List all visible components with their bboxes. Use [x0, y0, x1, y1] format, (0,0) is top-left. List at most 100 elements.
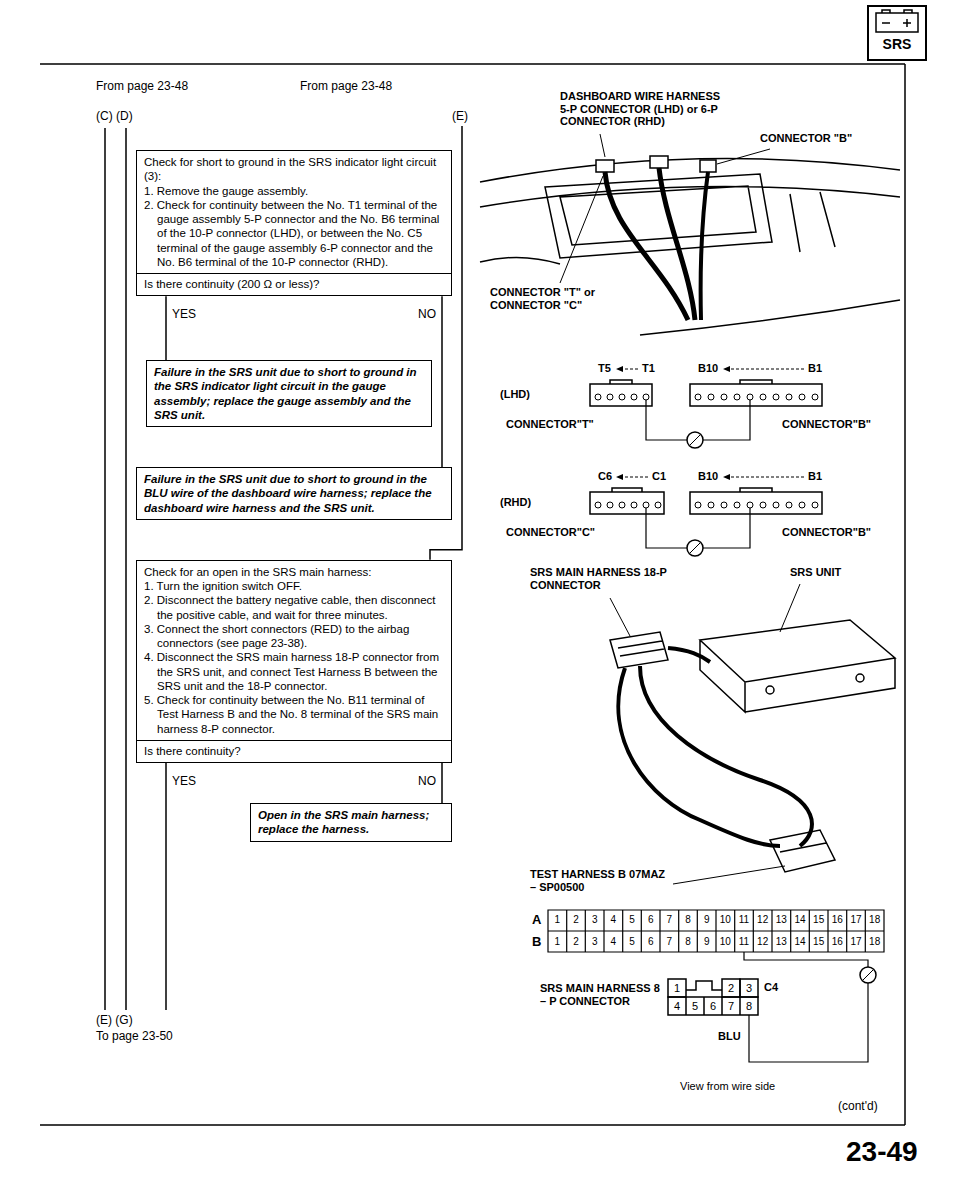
pin-number: 9 — [697, 936, 716, 948]
step-text: 5. Check for continuity between the No. … — [144, 693, 444, 736]
flow-label: YES — [172, 775, 196, 789]
srs-unit — [700, 620, 895, 712]
part-label: CONNECTOR "T" or CONNECTOR "C" — [490, 286, 620, 311]
part-label: CONNECTOR"B" — [782, 526, 871, 539]
step-text: 1. Turn the ignition switch OFF. — [144, 579, 444, 593]
pin-number: 2 — [722, 982, 740, 995]
pin-number: 6 — [641, 936, 660, 948]
connector-tab — [740, 380, 772, 384]
harness-connector — [610, 632, 668, 668]
pin-cell — [668, 979, 686, 997]
pin-cell — [740, 979, 758, 997]
terminal-name: C6 — [598, 470, 612, 483]
flow-label: (C) (D) — [96, 110, 133, 124]
connector-latch — [686, 981, 722, 990]
test-harness-grid — [548, 910, 884, 952]
pin-cell — [722, 979, 740, 997]
pin-number: 5 — [623, 936, 642, 948]
part-label: 23-49 — [846, 1136, 918, 1168]
step-text: 1. Remove the gauge assembly. — [144, 184, 444, 198]
pin-number: 4 — [604, 936, 623, 948]
part-label: C4 — [764, 981, 778, 994]
connector-part — [700, 160, 716, 172]
pin-number: 18 — [865, 914, 884, 926]
part-label: CONNECTOR"T" — [506, 418, 594, 431]
connector-part — [596, 160, 614, 172]
pin-number: 2 — [567, 936, 586, 948]
harness-cable — [618, 648, 812, 846]
connector-t — [590, 384, 652, 406]
check-box: Check for short to ground in the SRS ind… — [136, 150, 452, 296]
pin-number: 8 — [679, 914, 698, 926]
check-box: Check for an open in the SRS main harnes… — [136, 560, 452, 763]
pin-number: 2 — [567, 914, 586, 926]
pin-number: 4 — [604, 914, 623, 926]
pin-number: 6 — [704, 1000, 722, 1013]
result-text: Open in the SRS main harness; replace th… — [258, 808, 444, 837]
part-label: TEST HARNESS B 07MAZ – SP00500 — [530, 868, 670, 893]
connector-b — [690, 492, 822, 514]
pin-number: 4 — [668, 1000, 686, 1013]
part-label: CONNECTOR"B" — [782, 418, 871, 431]
part-label: (cont'd) — [838, 1100, 878, 1114]
edge-label: YES — [172, 308, 196, 322]
ohmmeter-needle — [690, 435, 700, 445]
pin-number: 5 — [623, 914, 642, 926]
flow-label: To page 23-50 — [96, 1030, 173, 1044]
part-label: View from wire side — [680, 1080, 775, 1093]
flow-label: From page 23-48 — [96, 80, 188, 94]
pin-number: 1 — [668, 982, 686, 995]
result-box: Open in the SRS main harness; replace th… — [250, 803, 452, 842]
check-heading: Check for an open in the SRS main harnes… — [144, 565, 444, 579]
pin-holes — [595, 502, 661, 508]
connector-c — [590, 492, 664, 514]
srs-icon — [868, 6, 926, 60]
pin-number: 10 — [716, 914, 735, 926]
connector-tab — [612, 488, 642, 492]
part-label: CONNECTOR "B" — [760, 132, 852, 145]
test-wire — [744, 952, 868, 1062]
pin-cells — [668, 997, 758, 1015]
flow-label: From page 23-48 — [300, 80, 392, 94]
pin-number: 12 — [753, 914, 772, 926]
test-wire — [646, 508, 750, 548]
pin-number: 7 — [660, 936, 679, 948]
part-label: SRS MAIN HARNESS 8 – P CONNECTOR — [540, 982, 660, 1007]
pin-number: 15 — [809, 914, 828, 926]
wire-harness — [701, 172, 708, 320]
pin-number: 7 — [660, 914, 679, 926]
result-box: Failure in the SRS unit due to short to … — [136, 467, 452, 520]
pin-number: 16 — [828, 936, 847, 948]
pin-number: 3 — [585, 914, 604, 926]
part-label: B — [532, 935, 541, 950]
mount-hole — [856, 674, 864, 682]
pin-number: 11 — [735, 914, 754, 926]
terminal-name: T1 — [642, 362, 655, 375]
pin-number: 7 — [722, 1000, 740, 1013]
pin-holes — [695, 394, 818, 400]
pin-number: 14 — [791, 936, 810, 948]
step-text: 2. Disconnect the battery negative cable… — [144, 593, 444, 622]
page-frame — [40, 64, 905, 1125]
ohmmeter-symbol — [687, 540, 703, 556]
flow-label: (E) (G) — [96, 1014, 133, 1028]
part-label: (RHD) — [500, 496, 531, 509]
part-label: SRS MAIN HARNESS 18-P CONNECTOR — [530, 566, 680, 591]
leader-line — [560, 134, 770, 283]
ohmmeter-symbol — [860, 967, 876, 983]
result-text: Failure in the SRS unit due to short to … — [144, 472, 444, 515]
terminal-name: T5 — [598, 362, 611, 375]
ohmmeter-needle — [863, 970, 873, 980]
question-text: Is there continuity? — [137, 740, 451, 762]
ohmmeter-needle — [690, 543, 700, 553]
leader-line — [610, 584, 800, 884]
pin-number: 15 — [809, 936, 828, 948]
part-label: DASHBOARD WIRE HARNESS 5-P CONNECTOR (LH… — [560, 90, 728, 128]
result-box: Failure in the SRS unit due to short to … — [146, 360, 432, 427]
pin-number: 17 — [847, 936, 866, 948]
terminal-name: B10 — [698, 362, 718, 375]
pin-number: 5 — [686, 1000, 704, 1013]
edge-label: NO — [418, 308, 436, 322]
pin-holes — [595, 394, 649, 400]
connector-tab — [740, 488, 772, 492]
